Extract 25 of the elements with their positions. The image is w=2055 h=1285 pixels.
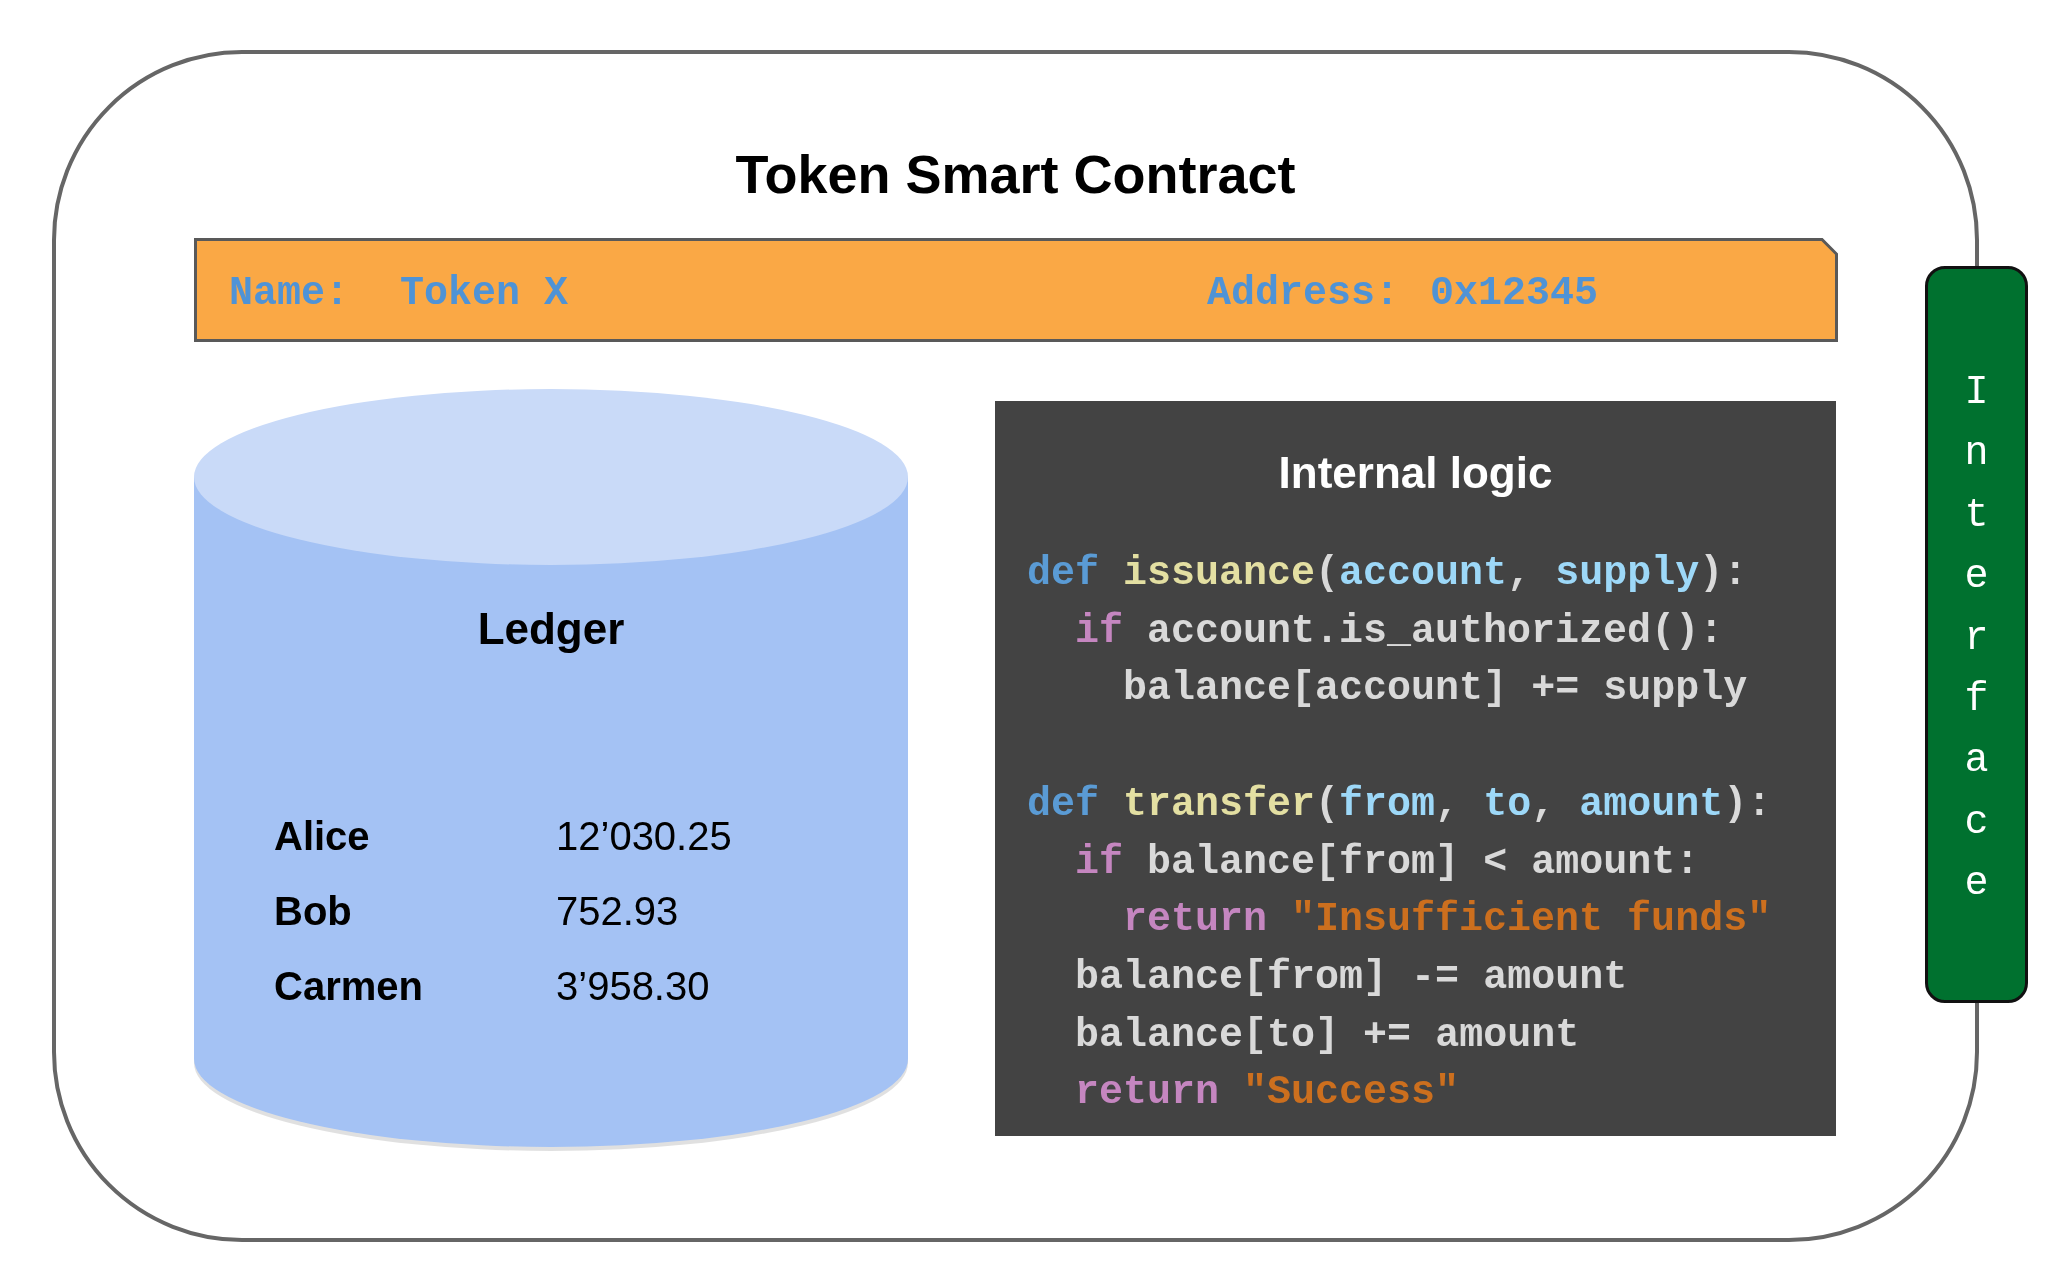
vertical-label: Interface: [1964, 369, 1989, 909]
field-value: Token X: [400, 271, 569, 317]
database-title: Ledger: [477, 603, 625, 655]
code-line: if account.is_authorized():: [1075, 608, 1724, 655]
panel-heading: Internal logic: [1278, 447, 1553, 499]
code-panel: [995, 401, 1836, 1136]
code-line: def issuance(account, supply):: [1027, 551, 1748, 597]
balance-amount: 12’030.25: [556, 813, 732, 859]
field-label: Address:: [1207, 271, 1400, 317]
account-name: Bob: [274, 888, 352, 934]
account-name: Carmen: [274, 963, 423, 1009]
code-line: balance[account] += supply: [1123, 666, 1748, 713]
balance-amount: 752.93: [556, 888, 679, 934]
code-line: if balance[from] < amount:: [1075, 839, 1700, 886]
field-value: 0x12345: [1430, 271, 1599, 317]
balance-amount: 3’958.30: [556, 963, 710, 1009]
interface-bar: [1925, 266, 2028, 1003]
code-line: balance[from] -= amount: [1075, 954, 1628, 1001]
code-line: return "Insufficient funds": [1123, 897, 1772, 944]
frame-title: Token Smart Contract: [735, 142, 1296, 206]
code-line: return "Success": [1075, 1070, 1460, 1117]
account-name: Alice: [274, 813, 370, 859]
code-line: balance[to] += amount: [1075, 1012, 1580, 1059]
code-line: def transfer(from, to, amount):: [1027, 781, 1772, 828]
field-label: Name:: [229, 271, 350, 317]
